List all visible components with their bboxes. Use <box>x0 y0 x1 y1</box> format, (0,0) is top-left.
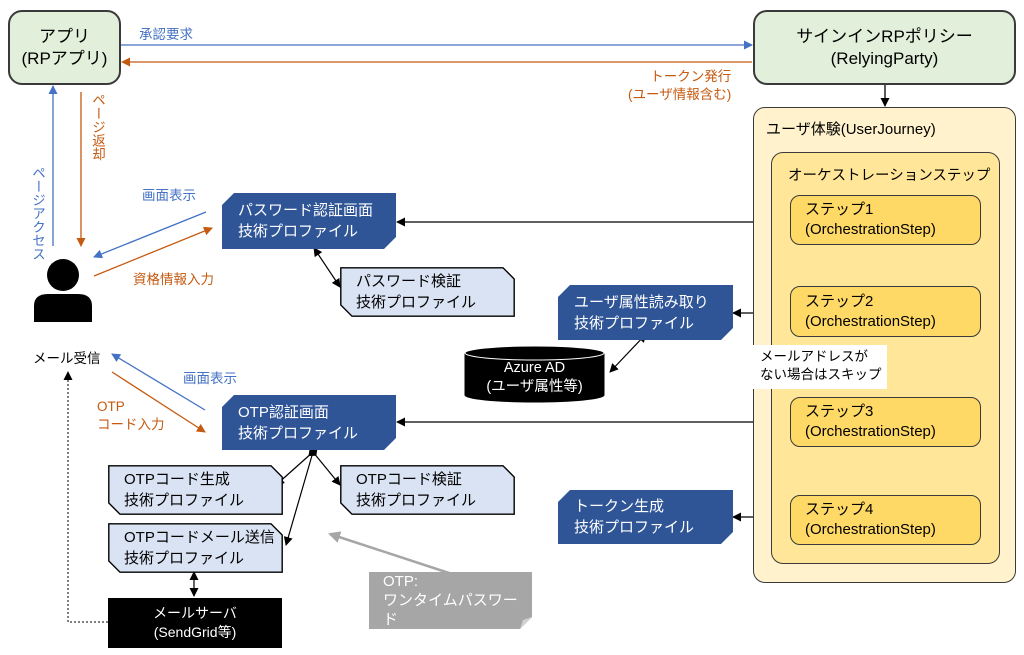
skip-note: メールアドレスが ない場合はスキップ <box>753 345 887 389</box>
signin-policy-box: サインインRPポリシー (RelyingParty) <box>753 10 1016 85</box>
token-issue-line1: トークン発行 <box>650 69 732 84</box>
azure-ad-name: Azure AD <box>503 360 566 376</box>
otp-mail-send-profile-type: 技術プロファイル <box>124 550 245 567</box>
app-box: アプリ (RPアプリ) <box>8 10 121 85</box>
azure-ad-database: Azure AD (ユーザ属性等) <box>464 345 605 403</box>
otp-code-input-line2: コード入力 <box>97 417 165 432</box>
app-subtitle: (RPアプリ) <box>21 48 108 68</box>
user-attr-read-profile: ユーザ属性読み取り 技術プロファイル <box>558 285 733 340</box>
step-3: ステップ3 (OrchestrationStep) <box>790 397 981 447</box>
token-generate-profile-name: トークン生成 <box>574 498 665 515</box>
password-screen-profile-name: パスワード認証画面 <box>238 202 374 219</box>
otp-note-line1: OTP: <box>383 573 419 590</box>
token-generate-profile-type: 技術プロファイル <box>574 519 695 536</box>
mail-receive-label: メール受信 <box>33 351 101 366</box>
user-icon <box>34 259 92 322</box>
step-1-type: (OrchestrationStep) <box>805 221 936 238</box>
mail-server-desc: (SendGrid等) <box>153 624 237 640</box>
screen-display-label-1: 画面表示 <box>142 188 196 203</box>
profile-shape <box>108 465 283 515</box>
otp-generate-profile-name: OTPコード生成 <box>124 471 230 488</box>
step-3-name: ステップ3 <box>805 403 874 420</box>
screen-display-label-2: 画面表示 <box>183 371 237 386</box>
mail-server-name: メールサーバ <box>153 605 237 621</box>
otp-note: OTP: ワンタイムパスワード <box>369 572 532 629</box>
otp-mail-send-profile: OTPコードメール送信 技術プロファイル <box>108 523 283 573</box>
step-2-type: (OrchestrationStep) <box>805 312 936 330</box>
credential-input-label: 資格情報入力 <box>133 272 214 287</box>
otp-generate-profile-type: 技術プロファイル <box>124 492 245 509</box>
otp-screen-profile: OTP認証画面 技術プロファイル <box>222 395 396 450</box>
otp-verify-profile-name: OTPコード検証 <box>356 471 462 488</box>
mail-server: メールサーバ (SendGrid等) <box>108 598 282 648</box>
skip-note-line1: メールアドレスが <box>760 349 868 364</box>
password-verify-profile-type: 技術プロファイル <box>356 294 477 311</box>
step-1-name: ステップ1 <box>805 201 874 218</box>
otp-mail-send-profile-name: OTPコードメール送信 <box>124 529 275 546</box>
step-4-type: (OrchestrationStep) <box>805 521 936 538</box>
token-generate-profile: トークン生成 技術プロファイル <box>558 490 733 544</box>
otp-screen-profile-type: 技術プロファイル <box>238 424 359 442</box>
step-2-name: ステップ2 <box>805 292 874 310</box>
user-attr-read-profile-type: 技術プロファイル <box>574 314 695 332</box>
page-return-label: ページ返却 <box>90 93 105 161</box>
skip-note-line2: ない場合はスキップ <box>760 367 882 382</box>
otp-screen-profile-name: OTP認証画面 <box>238 403 329 421</box>
profile-shape <box>108 523 283 573</box>
step-1: ステップ1 (OrchestrationStep) <box>790 195 981 245</box>
otp-verify-profile-type: 技術プロファイル <box>356 492 477 509</box>
profile-shape <box>340 465 515 515</box>
otp-note-line2: ワンタイムパスワード <box>383 592 518 628</box>
password-screen-profile-type: 技術プロファイル <box>238 223 359 240</box>
token-issue-line2: (ユーザ情報含む) <box>628 87 732 102</box>
otp-generate-profile: OTPコード生成 技術プロファイル <box>108 465 283 515</box>
password-verify-profile-name: パスワード検証 <box>356 273 462 290</box>
otp-code-input-label: OTP コード入力 <box>97 398 165 434</box>
password-verify-profile: パスワード検証 技術プロファイル <box>340 267 515 317</box>
orchestration-title: オーケストレーションステップ <box>788 168 991 184</box>
app-title: アプリ <box>39 26 90 46</box>
database-icon <box>464 345 605 403</box>
password-screen-profile: パスワード認証画面 技術プロファイル <box>222 193 396 249</box>
signin-policy-title: サインインRPポリシー <box>796 26 973 46</box>
user-journey-title: ユーザ体験(UserJourney) <box>766 121 936 138</box>
note-shape <box>369 572 532 629</box>
otp-verify-profile: OTPコード検証 技術プロファイル <box>340 465 515 515</box>
step-4-name: ステップ4 <box>805 501 874 518</box>
step-4: ステップ4 (OrchestrationStep) <box>790 495 981 545</box>
user-attr-read-profile-name: ユーザ属性読み取り <box>574 293 709 311</box>
approval-request-label: 承認要求 <box>139 27 193 42</box>
signin-policy-subtitle: (RelyingParty) <box>830 48 939 68</box>
step-3-type: (OrchestrationStep) <box>805 423 936 440</box>
otp-code-input-line1: OTP <box>97 399 125 414</box>
token-issue-label: トークン発行 (ユーザ情報含む) <box>628 68 731 104</box>
azure-ad-desc: (ユーザ属性等) <box>486 379 583 395</box>
profile-shape <box>340 267 515 317</box>
page-access-label: ページアクセス <box>30 166 45 261</box>
step-2: ステップ2 (OrchestrationStep) <box>790 286 981 337</box>
